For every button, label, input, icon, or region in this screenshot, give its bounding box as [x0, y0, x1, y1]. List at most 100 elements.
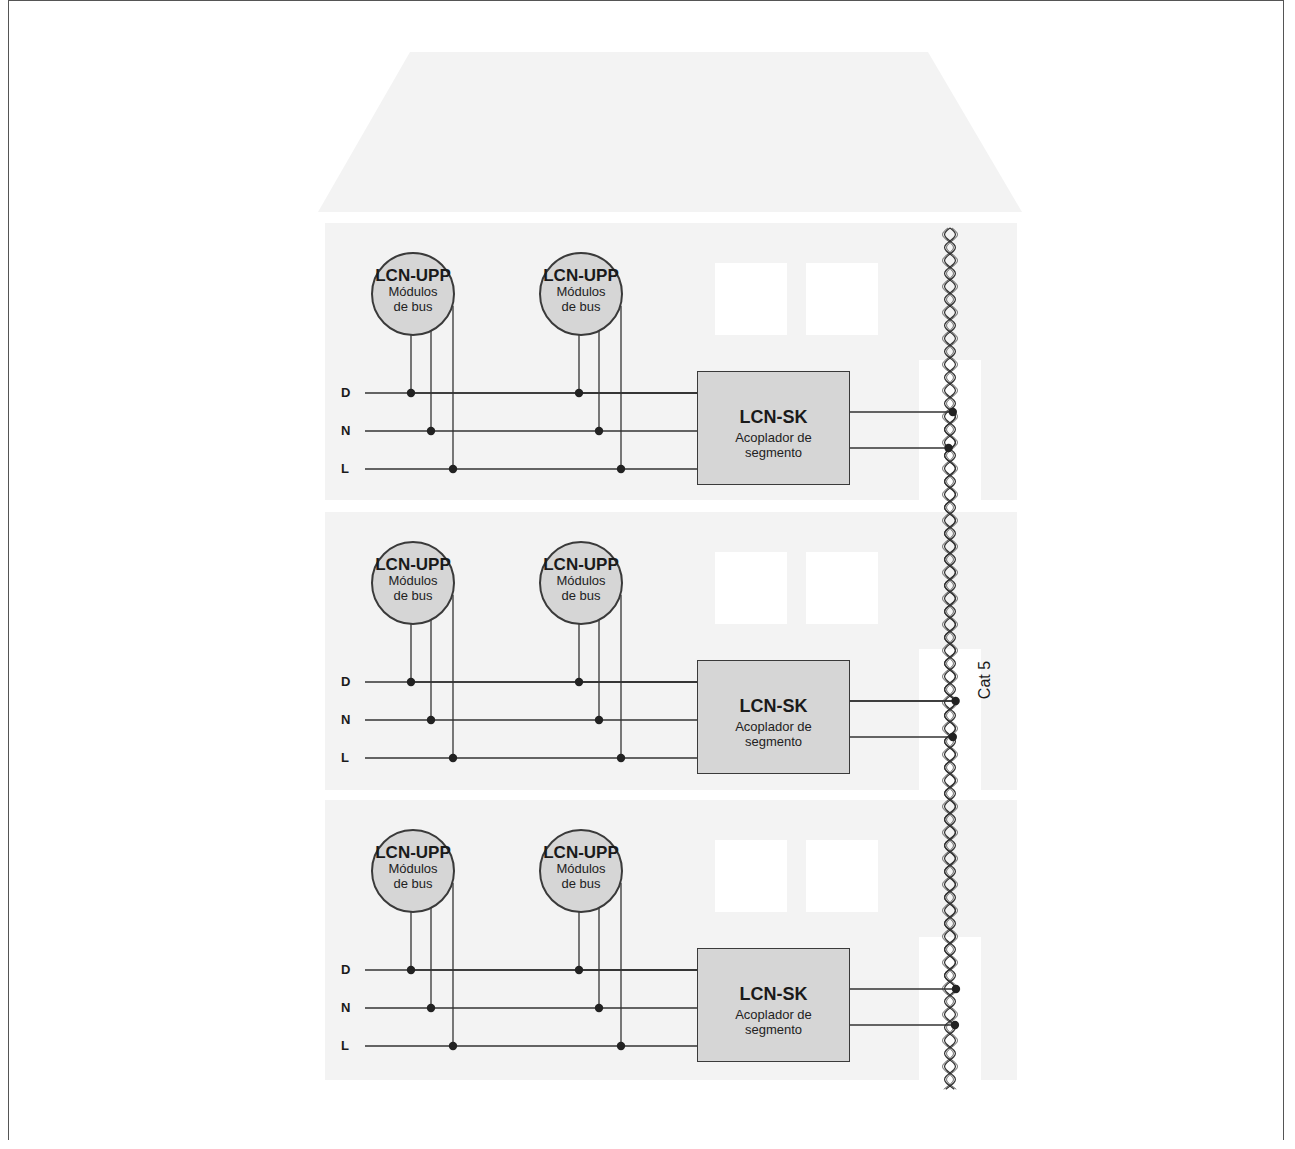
- cable-stub: [850, 1024, 955, 1025]
- floor-band: [325, 223, 1017, 500]
- junction-dot: [449, 465, 457, 473]
- device-name: LCN-SK: [740, 697, 808, 717]
- bus-connector: [411, 912, 697, 970]
- device-name: LCN-UPP: [375, 556, 451, 575]
- tap-wire: [452, 306, 453, 469]
- junction-dot: [449, 1042, 457, 1050]
- tap-wire: [620, 306, 621, 469]
- device-description: Módulos de bus: [550, 574, 612, 604]
- bus-line: [365, 430, 697, 431]
- window: [806, 840, 878, 912]
- window: [806, 552, 878, 624]
- device-name: LCN-UPP: [375, 844, 451, 863]
- junction-dot: [595, 427, 603, 435]
- signal-name: N: [341, 1001, 350, 1014]
- device-description: Módulos de bus: [550, 862, 612, 892]
- device-name: LCN-UPP: [543, 844, 619, 863]
- junction-dot: [952, 985, 960, 993]
- bus-line: [365, 468, 697, 469]
- window: [806, 263, 878, 335]
- junction-dot: [951, 1021, 959, 1029]
- signal-name: L: [341, 751, 349, 764]
- window: [715, 840, 787, 912]
- bus-line: [365, 757, 697, 758]
- junction-dot: [617, 754, 625, 762]
- signal-name: N: [341, 713, 350, 726]
- cable-stub: [850, 447, 949, 448]
- cable-stub: [850, 736, 953, 737]
- bus-connector: [411, 624, 697, 682]
- signal-name: D: [341, 675, 350, 688]
- bus-module-circle: LCN-UPPMódulos de bus: [539, 252, 623, 336]
- bus-connector: [579, 912, 697, 970]
- device-description: Módulos de bus: [382, 574, 444, 604]
- device-description: Acoplador de segmento: [715, 720, 833, 750]
- junction-dot: [407, 966, 415, 974]
- junction-dot: [595, 716, 603, 724]
- signal-name: N: [341, 424, 350, 437]
- floor-band: [325, 512, 1017, 790]
- junction-dot: [944, 444, 952, 452]
- tap-wire: [598, 620, 599, 720]
- bus-module-circle: LCN-UPPMódulos de bus: [539, 541, 623, 625]
- tap-wire: [430, 331, 431, 431]
- window: [919, 360, 981, 500]
- window: [715, 552, 787, 624]
- device-description: Módulos de bus: [382, 862, 444, 892]
- cable-label: Cat 5: [977, 661, 993, 699]
- signal-name: D: [341, 386, 350, 399]
- bus-connector: [579, 624, 697, 682]
- junction-dot: [617, 465, 625, 473]
- bus-connector: [411, 335, 697, 393]
- bus-module-circle: LCN-UPPMódulos de bus: [539, 829, 623, 913]
- junction-dot: [427, 716, 435, 724]
- junction-dot: [595, 1004, 603, 1012]
- junction-dot: [949, 408, 957, 416]
- tap-wire: [430, 620, 431, 720]
- device-description: Acoplador de segmento: [715, 1008, 833, 1038]
- cat5-connector: [850, 412, 956, 701]
- device-name: LCN-UPP: [375, 267, 451, 286]
- junction-dot: [427, 1004, 435, 1012]
- device-description: Módulos de bus: [550, 285, 612, 315]
- device-name: LCN-UPP: [543, 556, 619, 575]
- device-name: LCN-SK: [740, 408, 808, 428]
- bus-module-circle: LCN-UPPMódulos de bus: [371, 829, 455, 913]
- segment-coupler-box: LCN-SK Acoplador de segmento: [697, 371, 850, 485]
- device-description: Módulos de bus: [382, 285, 444, 315]
- tap-wire: [598, 331, 599, 431]
- roof: [318, 52, 1022, 212]
- tap-wire: [620, 883, 621, 1046]
- segment-coupler-box: LCN-SK Acoplador de segmento: [697, 660, 850, 774]
- tap-wire: [598, 908, 599, 1008]
- cat5-connector: [850, 701, 956, 989]
- tap-wire: [452, 595, 453, 758]
- tap-wire: [620, 595, 621, 758]
- junction-dot: [617, 1042, 625, 1050]
- signal-name: L: [341, 1039, 349, 1052]
- segment-coupler-box: LCN-SKAcoplador de segmento: [697, 948, 850, 1062]
- tap-wire: [430, 908, 431, 1008]
- bus-module-circle: LCN-UPPMódulos de bus: [371, 541, 455, 625]
- junction-dot: [575, 678, 583, 686]
- bus-line: [365, 1045, 697, 1046]
- junction-dot: [427, 427, 435, 435]
- junction-dot: [575, 966, 583, 974]
- junction-dot: [949, 733, 957, 741]
- bus-line: [365, 1007, 697, 1008]
- bus-connector: [579, 335, 697, 393]
- junction-dot: [407, 389, 415, 397]
- bus-line: [365, 719, 697, 720]
- signal-name: D: [341, 963, 350, 976]
- junction-dot: [951, 697, 959, 705]
- window: [715, 263, 787, 335]
- signal-name: L: [341, 462, 349, 475]
- device-name: LCN-UPP: [543, 267, 619, 286]
- junction-dot: [575, 389, 583, 397]
- tap-wire: [452, 883, 453, 1046]
- floor-band: [325, 800, 1017, 1080]
- device-description: Acoplador de segmento: [715, 431, 833, 461]
